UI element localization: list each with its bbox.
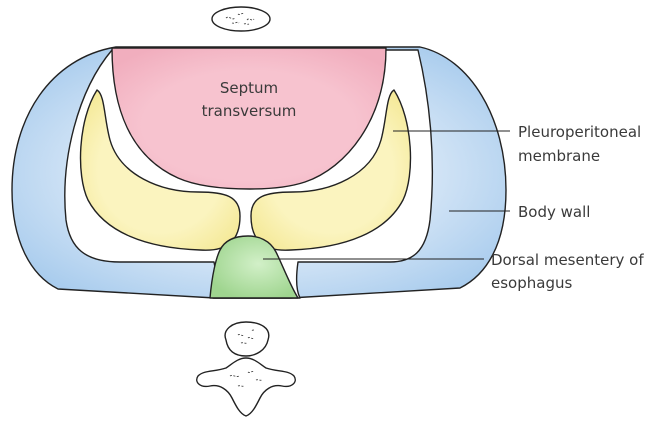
label-body-wall: Body wall [518, 203, 590, 221]
label-septum-transversum-line2: transversum [202, 102, 297, 120]
label-pleuroperitoneal-membrane-line1: Pleuroperitoneal [518, 123, 641, 141]
spinal-cord-top [212, 7, 270, 31]
vertebral-body [225, 322, 269, 356]
vertebral-arch [197, 358, 296, 416]
label-pleuroperitoneal-membrane-line2: membrane [518, 147, 600, 165]
label-dorsal-mesentery-line2: esophagus [491, 274, 572, 292]
label-dorsal-mesentery-line1: Dorsal mesentery of [491, 251, 644, 269]
label-septum-transversum-line1: Septum [220, 79, 278, 97]
